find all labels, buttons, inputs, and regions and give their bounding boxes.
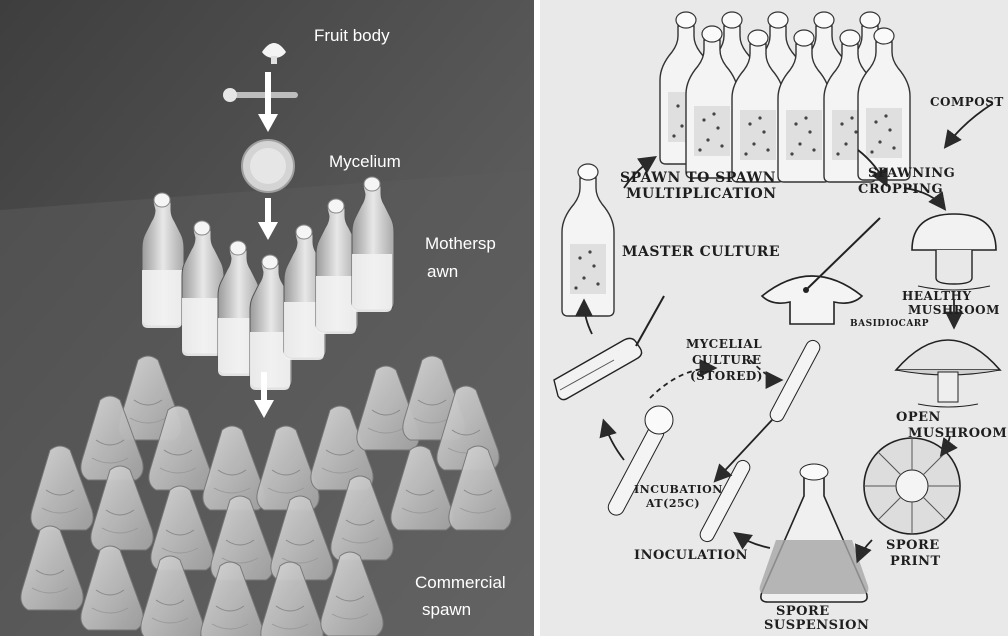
- open-mushroom-label-line2: MUSHROOM: [908, 426, 1007, 442]
- mother-spawn-label-line2: awn: [427, 262, 458, 282]
- arrow-icon: [858, 540, 872, 560]
- spawn-production-photo: Fruit body Mycelium Mothersp awn Commerc…: [0, 0, 534, 636]
- mycelial-culture-label-line1: MYCELIAL: [686, 336, 762, 352]
- spawn-to-spawn-label-line1: SPAWN TO SPAWN: [620, 170, 776, 186]
- spore-suspension-label-line2: SUSPENSION: [764, 618, 869, 634]
- inoculation-label: INOCULATION: [634, 548, 748, 564]
- commercial-spawn-label-line1: Commercial: [415, 573, 506, 593]
- spore-print: [864, 438, 960, 534]
- open-mushroom-label-line1: OPEN: [896, 410, 941, 426]
- basidiocarp: [762, 218, 880, 324]
- compost-label: COMPOST: [930, 94, 1004, 110]
- fruit-body-label: Fruit body: [314, 26, 390, 46]
- test-tube: [768, 338, 823, 424]
- basidiocarp-label: BASIDIOCARP: [850, 316, 929, 332]
- master-culture-bottle: [562, 164, 614, 316]
- spore-print-label-line1: SPORE: [886, 538, 940, 554]
- mycelial-culture-label-line3: (STORED): [690, 368, 763, 384]
- open-mushroom: [896, 340, 1000, 407]
- healthy-mushroom: [912, 214, 996, 290]
- arrow-icon: [736, 534, 770, 548]
- mycelial-culture-label-line2: CULTURE: [692, 352, 762, 368]
- spawning-label-line2: CROPPING: [858, 182, 943, 198]
- mycelium-label: Mycelium: [329, 152, 401, 172]
- mushroom-cycle-sketch: COMPOST SPAWN TO SPAWN MULTIPLICATION SP…: [540, 0, 1008, 636]
- arrow-icon: [604, 422, 624, 460]
- petri-dish: [242, 140, 294, 192]
- mother-spawn-label-line1: Mothersp: [425, 234, 496, 254]
- commercial-spawn-label-line2: spawn: [422, 600, 471, 620]
- master-culture-label: MASTER CULTURE: [622, 244, 780, 260]
- spore-suspension-flask: [760, 464, 869, 602]
- incubation-label-line2: AT(25C): [646, 496, 700, 512]
- photo-scene: [0, 0, 534, 636]
- spore-print-label-line2: PRINT: [890, 554, 941, 570]
- spawn-to-spawn-label-line2: MULTIPLICATION: [626, 186, 777, 202]
- arrow-icon: [946, 104, 992, 146]
- spawn-bottles-row: [660, 12, 910, 182]
- spawning-label-line1: SPAWNING: [868, 166, 955, 182]
